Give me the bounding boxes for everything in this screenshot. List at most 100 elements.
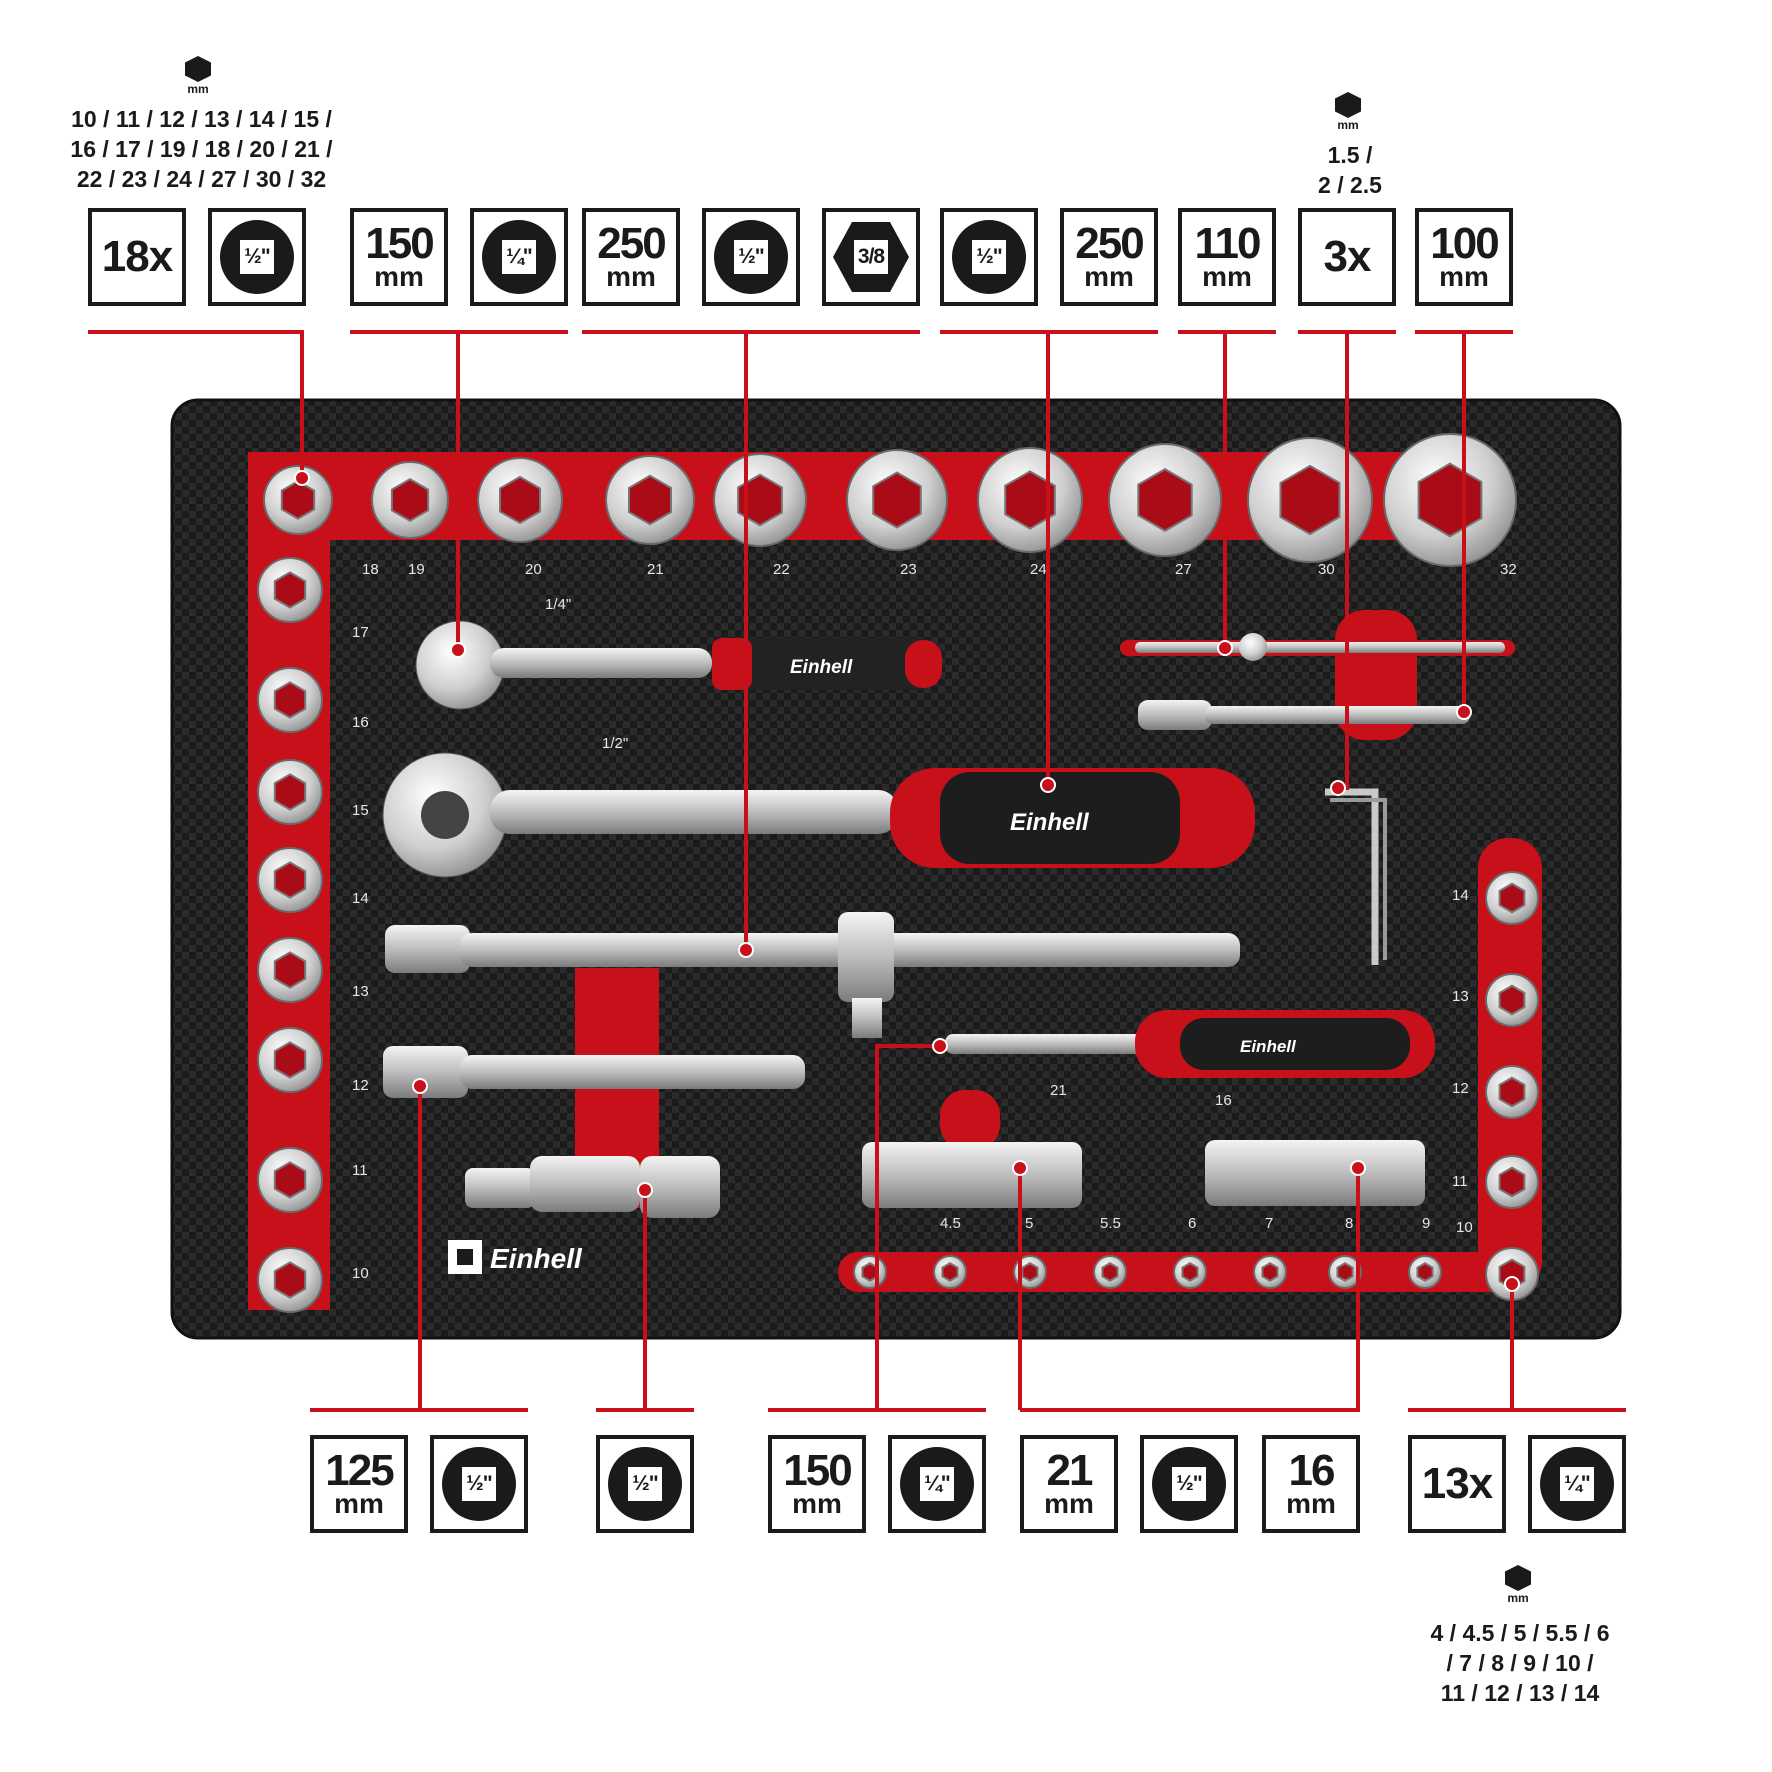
socket bbox=[713, 453, 807, 547]
tray-size-label: 4.5 bbox=[940, 1215, 961, 1232]
hex-drive-icon: 3/8 bbox=[833, 222, 909, 292]
spec-box-bottom: 13x bbox=[1408, 1435, 1506, 1533]
quantity-label: 13x bbox=[1421, 1459, 1493, 1508]
spec-box-top: ½" bbox=[208, 208, 306, 306]
square-drive-icon: ½" bbox=[442, 1447, 516, 1521]
square-drive-icon: ½" bbox=[220, 220, 294, 294]
square-drive-icon: ½" bbox=[608, 1447, 682, 1521]
socket bbox=[933, 1255, 967, 1289]
socket bbox=[371, 461, 449, 539]
spec-box-bottom: ½" bbox=[596, 1435, 694, 1533]
socket bbox=[257, 667, 323, 733]
square-drive-icon: ¼" bbox=[482, 220, 556, 294]
drive-size-label: ¼" bbox=[502, 240, 536, 274]
socket bbox=[1383, 433, 1517, 567]
hex-icon bbox=[1505, 1565, 1531, 1591]
square-drive-icon: ½" bbox=[952, 220, 1026, 294]
svg-text:Einhell: Einhell bbox=[1010, 809, 1090, 836]
socket bbox=[1173, 1255, 1207, 1289]
length-value: 250 bbox=[597, 219, 666, 268]
tray-size-label: 27 bbox=[1175, 561, 1192, 578]
tray-size-label: 24 bbox=[1030, 561, 1047, 578]
leader-line bbox=[596, 1190, 694, 1412]
tray-size-label: 5.5 bbox=[1100, 1215, 1121, 1232]
socket bbox=[257, 759, 323, 825]
length-unit: mm bbox=[792, 1488, 842, 1519]
socket bbox=[257, 1147, 323, 1213]
sizes-line: 22 / 23 / 24 / 27 / 30 / 32 bbox=[76, 166, 327, 192]
ratchet-quarter-inch: Einhell bbox=[415, 620, 942, 710]
spec-box-top: ½" bbox=[702, 208, 800, 306]
socket bbox=[1485, 1155, 1539, 1209]
socket bbox=[1485, 1065, 1539, 1119]
socket bbox=[263, 465, 333, 535]
tray-size-label: 15 bbox=[352, 802, 369, 819]
sliding-t-bar bbox=[385, 912, 1240, 1038]
sizes-line: 4 / 4.5 / 5 / 5.5 / 6 bbox=[1430, 1620, 1610, 1646]
leader-line bbox=[1415, 330, 1513, 712]
sizes-line: / 7 / 8 / 9 / 10 / bbox=[1446, 1650, 1594, 1676]
socket bbox=[977, 447, 1083, 553]
tray-size-label: 20 bbox=[525, 561, 542, 578]
socket bbox=[1408, 1255, 1442, 1289]
hex-icon bbox=[185, 56, 211, 82]
socket-sizes-list-top: 10 / 11 / 12 / 13 / 14 / 15 / 16 / 17 / … bbox=[44, 104, 359, 194]
drive-size-label: ½" bbox=[734, 240, 768, 274]
tray-size-label: 14 bbox=[1452, 887, 1469, 904]
hex-mm-marker-top-right: mm bbox=[1335, 92, 1361, 132]
tray-size-label: 18 bbox=[362, 561, 379, 578]
deep-sockets bbox=[862, 1140, 1425, 1208]
leader-line bbox=[1018, 1168, 1360, 1412]
svg-text:Einhell: Einhell bbox=[790, 657, 853, 678]
tray-logo: Einhell bbox=[448, 1240, 583, 1274]
tray-size-label: 13 bbox=[1452, 988, 1469, 1005]
leader-lines bbox=[88, 330, 1626, 1412]
tray-size-label: 32 bbox=[1500, 561, 1517, 578]
drive-size-label: ½" bbox=[628, 1467, 662, 1501]
tray-size-label: 19 bbox=[408, 561, 425, 578]
spec-box-top: 3/8 bbox=[822, 208, 920, 306]
socket bbox=[846, 449, 948, 551]
leader-dot bbox=[412, 1078, 428, 1094]
square-drive-icon: ¼" bbox=[900, 1447, 974, 1521]
length-value: 21 bbox=[1046, 1446, 1094, 1495]
leader-line bbox=[310, 1086, 528, 1412]
square-drive-icon: ½" bbox=[714, 220, 788, 294]
leader-dot bbox=[1012, 1160, 1028, 1176]
length-unit: mm bbox=[374, 261, 424, 292]
leader-dot bbox=[1504, 1276, 1520, 1292]
leader-dot bbox=[450, 642, 466, 658]
leader-dot bbox=[932, 1038, 948, 1054]
socket bbox=[1253, 1255, 1287, 1289]
left-column-sockets bbox=[257, 557, 323, 1313]
sizes-line: 1.5 / bbox=[1327, 142, 1373, 168]
socket bbox=[1093, 1255, 1127, 1289]
socket bbox=[257, 937, 323, 1003]
leader-dot bbox=[1350, 1160, 1366, 1176]
tray-size-label: 10 bbox=[1456, 1219, 1473, 1236]
socket-sizes-list-bottom: 4 / 4.5 / 5 / 5.5 / 6 / 7 / 8 / 9 / 10 /… bbox=[1400, 1618, 1640, 1708]
leader-dot bbox=[738, 942, 754, 958]
extension-bar-125mm bbox=[383, 1046, 805, 1098]
svg-text:Einhell: Einhell bbox=[1240, 1037, 1297, 1056]
length-unit: mm bbox=[1439, 261, 1489, 292]
drive-size-label: ¼" bbox=[1560, 1467, 1594, 1501]
length-value: 16 bbox=[1288, 1446, 1336, 1495]
tray-size-label: 16 bbox=[1215, 1092, 1232, 1109]
bottom-row-sockets bbox=[853, 1255, 1442, 1289]
spec-box-bottom: ¼" bbox=[1528, 1435, 1626, 1533]
ratchet-half-inch: Einhell bbox=[382, 752, 1255, 878]
leader-dot bbox=[1040, 777, 1056, 793]
leader-line bbox=[88, 330, 304, 478]
tray-size-label: 6 bbox=[1188, 1215, 1196, 1232]
tray-size-label: 10 bbox=[352, 1265, 369, 1282]
tray-size-label: 23 bbox=[900, 561, 917, 578]
leader-dot bbox=[294, 470, 310, 486]
sizes-line: 2 / 2.5 bbox=[1318, 172, 1382, 198]
